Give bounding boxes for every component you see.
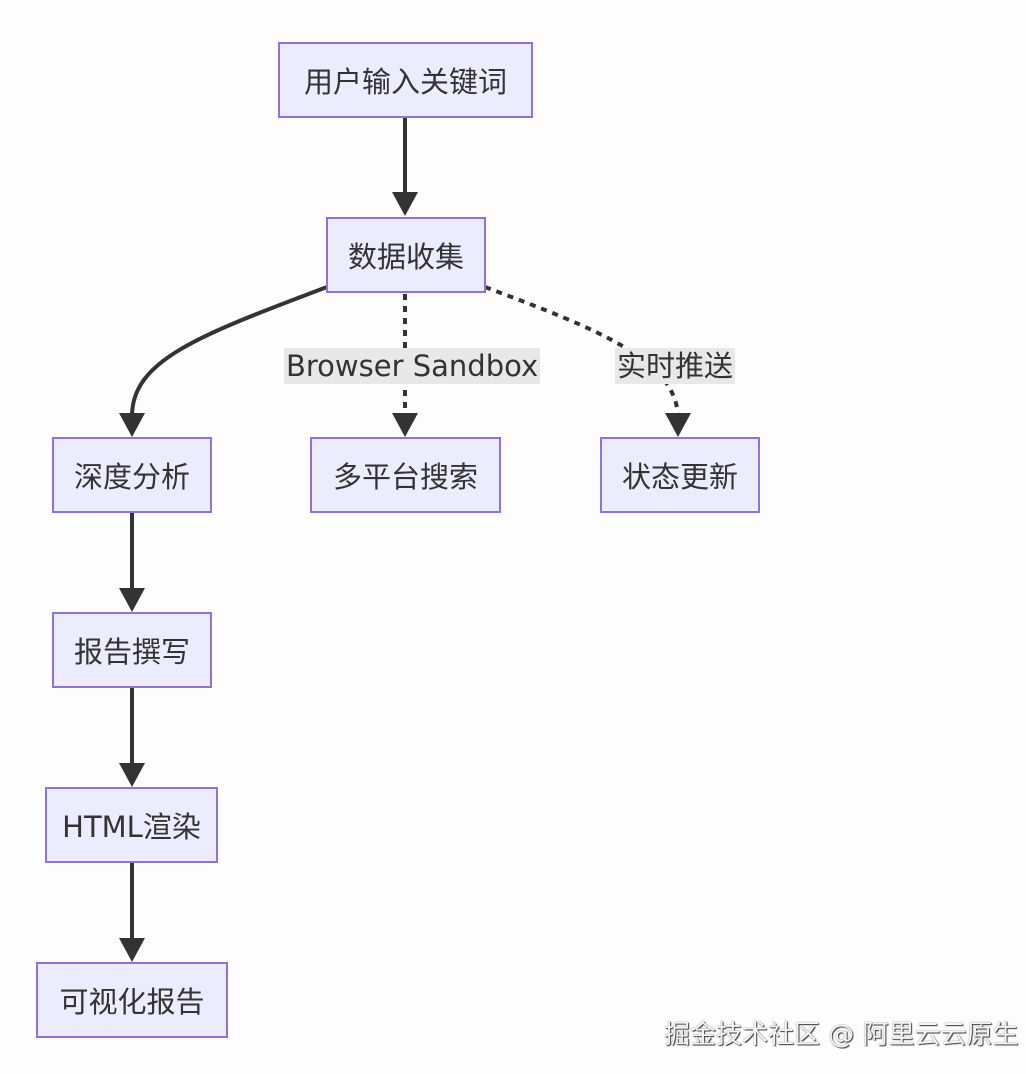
node-multi-platform-search[interactable]: 多平台搜索 — [310, 437, 501, 513]
arrowhead — [119, 763, 145, 787]
watermark: 掘金技术社区 @ 阿里云云原生 — [664, 1020, 1019, 1050]
arrowhead — [119, 588, 145, 612]
arrowhead — [119, 413, 145, 437]
arrowhead — [665, 413, 691, 437]
node-user-input[interactable]: 用户输入关键词 — [278, 42, 533, 118]
node-data-collection[interactable]: 数据收集 — [326, 217, 486, 293]
node-report-writing[interactable]: 报告撰写 — [52, 612, 212, 688]
edge-label-browser-sandbox: Browser Sandbox — [284, 348, 541, 384]
arrowhead — [392, 192, 418, 216]
arrowhead — [392, 413, 418, 437]
edge-collect-analysis — [130, 285, 328, 417]
node-status-update[interactable]: 状态更新 — [600, 437, 760, 513]
arrowhead — [119, 938, 145, 962]
edge-label-realtime-push: 实时推送 — [615, 348, 736, 384]
node-html-render[interactable]: HTML渲染 — [45, 787, 218, 863]
node-visual-report[interactable]: 可视化报告 — [36, 962, 228, 1038]
node-deep-analysis[interactable]: 深度分析 — [52, 437, 212, 513]
